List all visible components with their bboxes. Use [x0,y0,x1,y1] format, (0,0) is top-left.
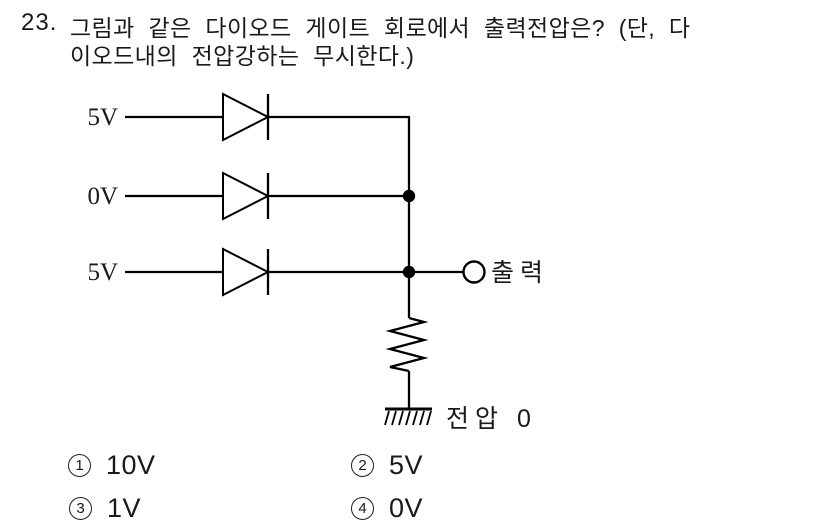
answer-option-1: 1 10V [68,449,156,480]
output-terminal-icon [462,260,486,284]
option-label: 1V [107,492,142,523]
question-number: 23. [21,9,58,36]
option-marker: 2 [351,453,374,477]
diode-row-2: 0V [87,171,410,221]
option-marker: 3 [69,496,92,520]
option-marker: 4 [351,496,374,520]
answer-option-3: 3 1V [69,492,142,523]
input-voltage-label: 5V [87,259,118,286]
ground-label: 전압 0 [446,405,537,433]
option-marker: 1 [68,453,91,477]
question-text-line-1: 그림과 같은 다이오드 게이트 회로에서 출력전압은? (단, 다 [70,15,691,41]
junction-dot [402,189,416,203]
input-voltage-label: 5V [87,104,118,131]
diode-icon [222,92,271,142]
answer-option-4: 4 0V [351,492,424,523]
diode-row-3: 5V [87,247,410,297]
diode-icon [222,247,271,297]
option-label: 0V [389,492,424,523]
resistor-icon [385,316,429,373]
ground-icon [384,407,432,426]
question-text-line-2: 이오드내의 전압강하는 무시한다.) [70,43,415,69]
diode-icon [222,171,271,221]
option-label: 10V [106,449,156,480]
output-label: 출력 [491,259,549,287]
answer-option-2: 2 5V [351,449,424,480]
input-voltage-label: 0V [87,183,118,210]
option-label: 5V [389,449,424,480]
diode-row-1: 5V [87,92,410,142]
